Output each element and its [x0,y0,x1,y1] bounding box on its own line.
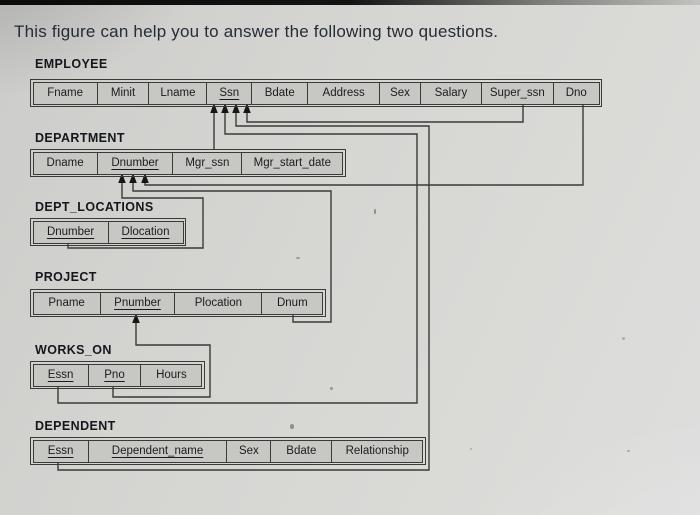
field-department-dname: Dname [32,151,98,175]
field-employee-address: Address [307,81,381,105]
table-label-department: DEPARTMENT [35,131,125,145]
field-employee-fname: Fname [32,81,98,105]
figure-caption: This figure can help you to answer the f… [14,22,499,41]
field-dependent-relationship: Relationship [331,439,424,463]
table-label-dependent: DEPENDENT [35,419,116,433]
field-employee-bdate: Bdate [251,81,309,105]
table-label-project: PROJECT [35,270,97,284]
field-department-dnumber: Dnumber [96,151,174,175]
table-label-dept_locations: DEPT_LOCATIONS [35,200,154,214]
table-label-works_on: WORKS_ON [35,343,112,357]
field-works_on-hours: Hours [140,363,203,387]
field-dependent-bdate: Bdate [270,439,333,463]
field-employee-sex: Sex [379,81,422,105]
field-dependent-sex: Sex [226,439,272,463]
field-employee-dno: Dno [552,81,600,105]
field-dept_locations-dlocation: Dlocation [107,220,184,244]
field-project-dnum: Dnum [261,291,324,315]
field-department-mgr_ssn: Mgr_ssn [172,151,243,175]
field-project-pnumber: Pnumber [99,291,176,315]
field-dependent-essn: Essn [32,439,89,463]
field-works_on-pno: Pno [87,363,142,387]
table-label-employee: EMPLOYEE [35,57,108,71]
field-department-mgr_start_date: Mgr_start_date [241,151,344,175]
field-employee-lname: Lname [148,81,208,105]
field-dept_locations-dnumber: Dnumber [32,220,109,244]
field-employee-super_ssn: Super_ssn [480,81,554,105]
field-project-plocation: Plocation [174,291,263,315]
field-project-pname: Pname [32,291,101,315]
field-works_on-essn: Essn [32,363,89,387]
field-dependent-dependent_name: Dependent_name [87,439,228,463]
photo-top-edge [0,0,700,5]
field-employee-ssn: Ssn [206,81,253,105]
field-employee-salary: Salary [419,81,482,105]
field-employee-minit: Minit [96,81,150,105]
